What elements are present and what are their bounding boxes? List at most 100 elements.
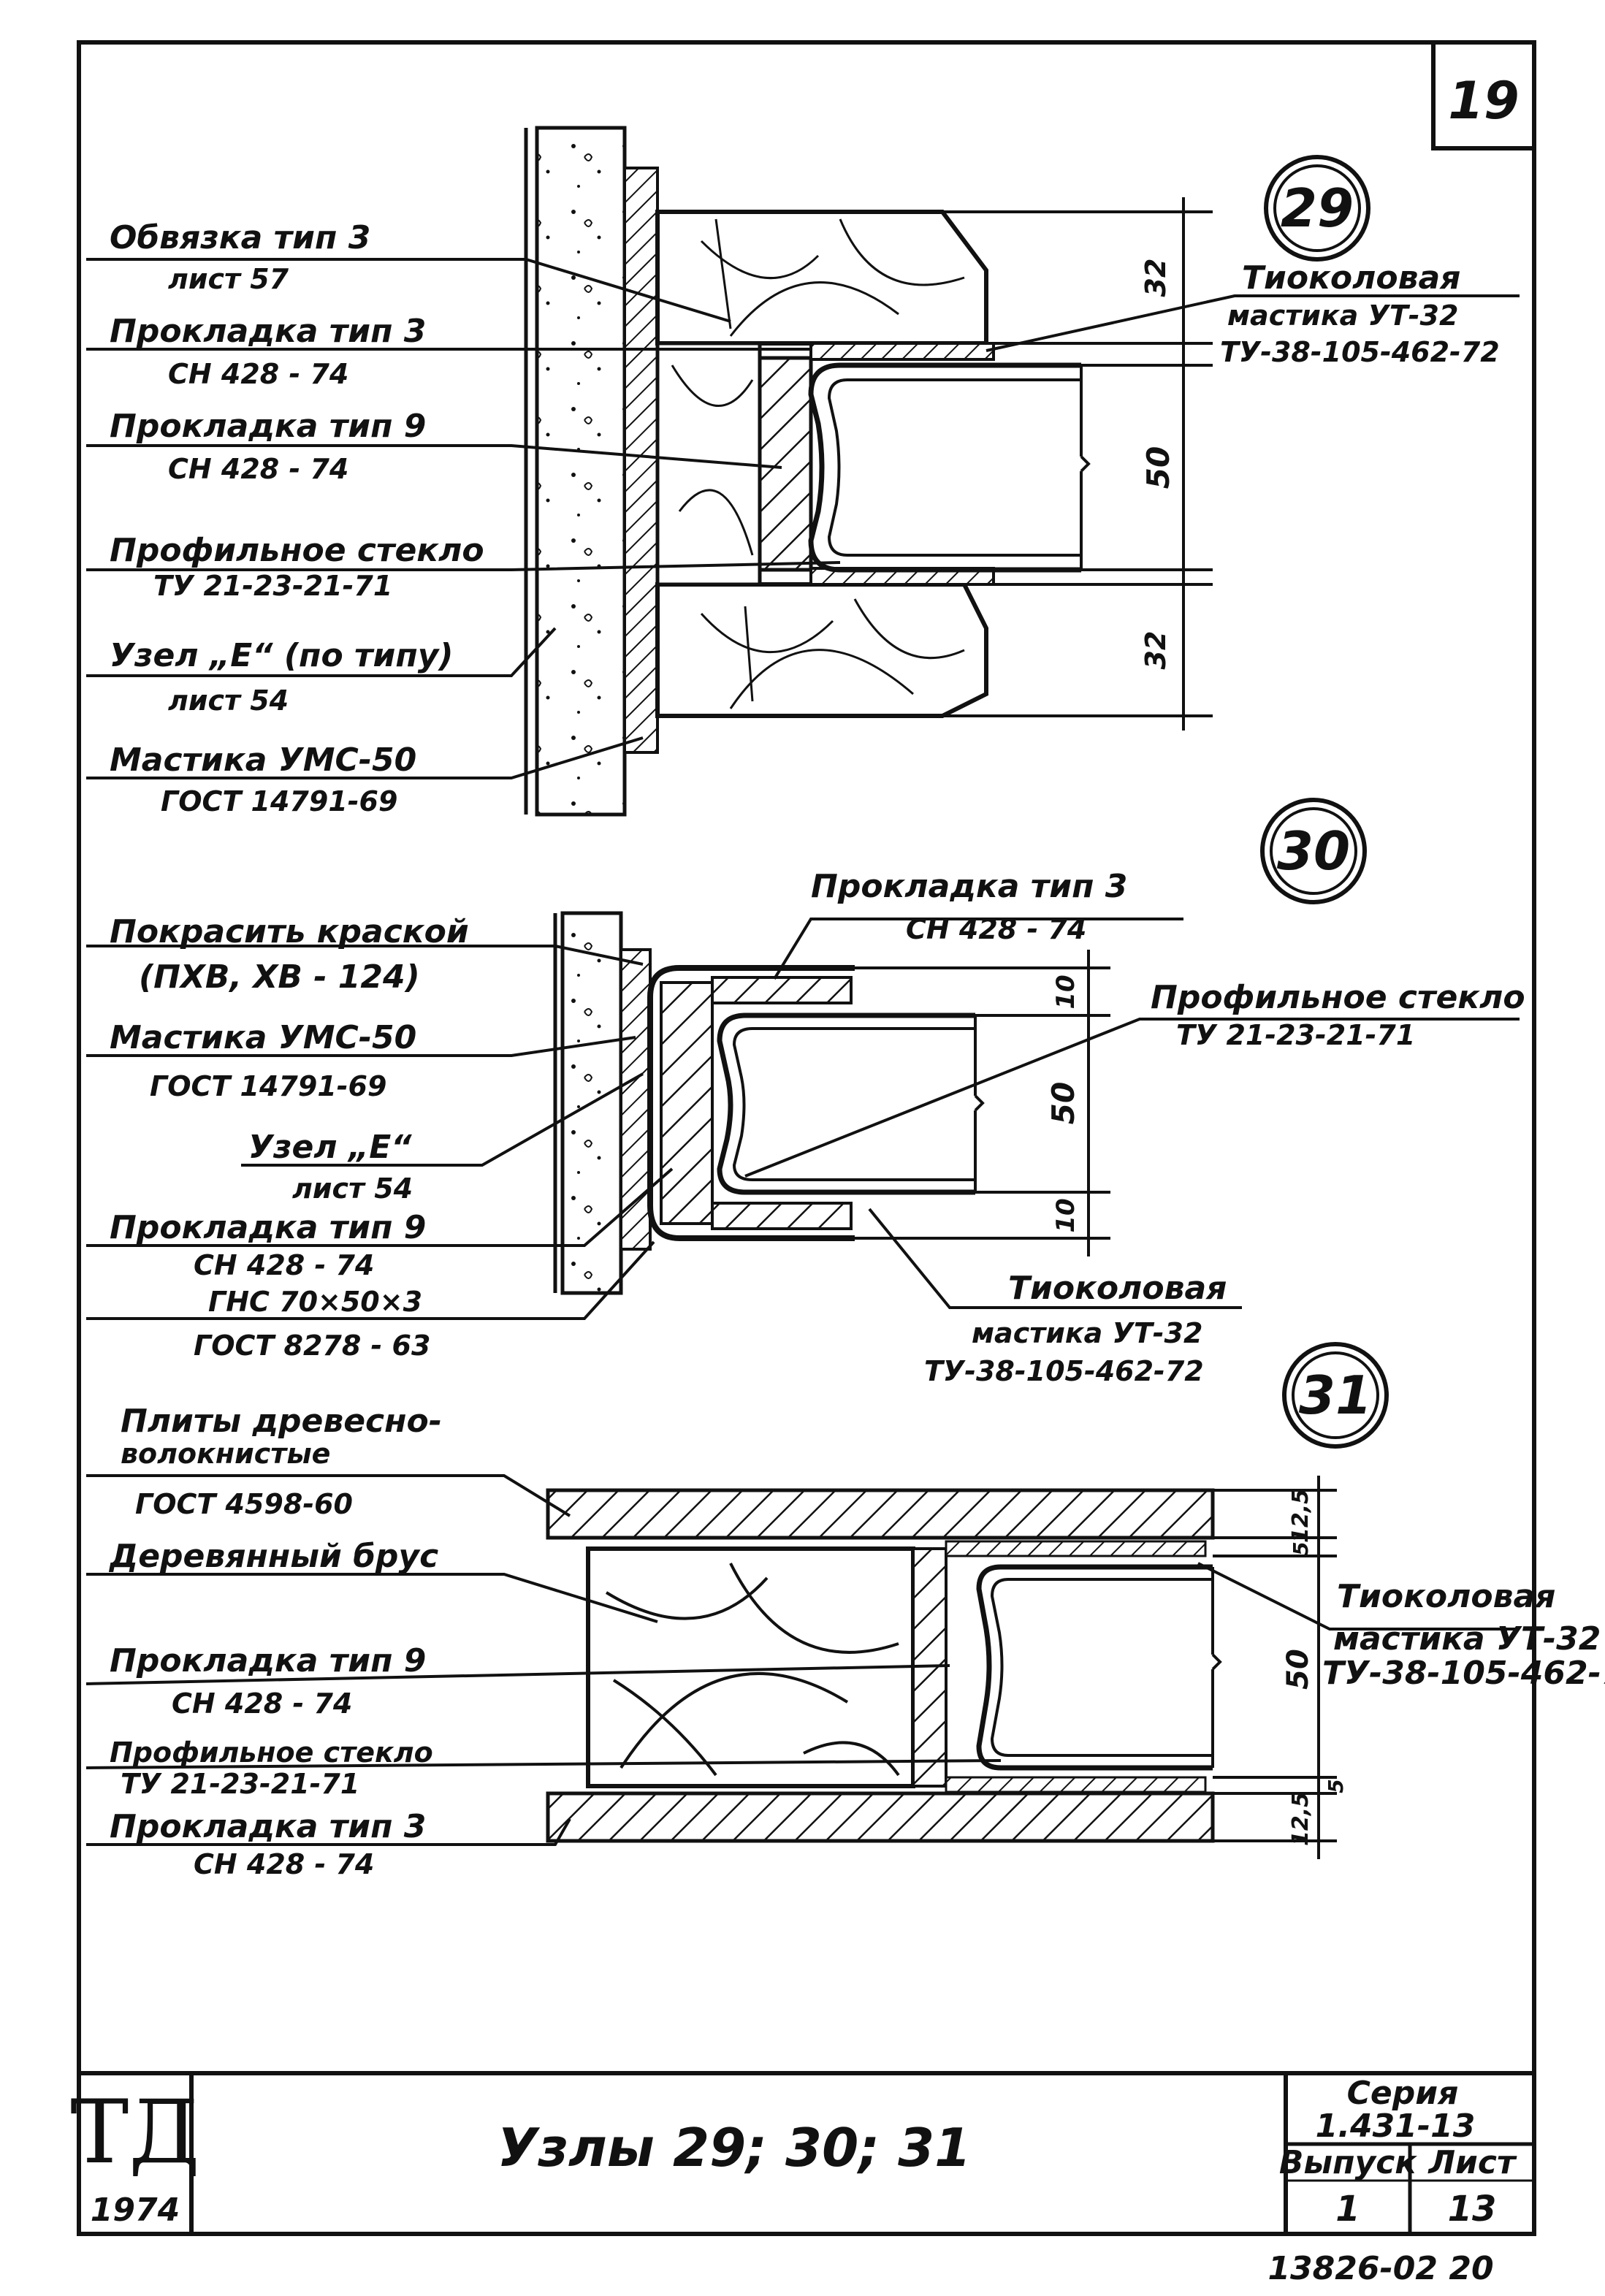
node-30-top-label-a: Прокладка тип 3 — [811, 868, 1127, 905]
node-31-right-label-a: Тиоколовая — [1337, 1578, 1555, 1615]
node-31-dim-3: 50 — [1281, 1649, 1315, 1690]
node-30-dimensions — [855, 950, 1110, 1256]
node-31-leaders — [85, 1474, 1520, 1846]
node-30-top-label-b: СН 428 - 74 — [906, 913, 1086, 945]
node-31-dim-2: 5 — [1289, 1541, 1313, 1555]
node-29-leaders — [86, 258, 1520, 779]
node-31: 31 12,5 5 50 5 12,5 — [85, 1342, 1605, 1880]
node-30-label-1a: Покрасить краской — [110, 913, 469, 950]
node-31-label-3b: СН 428 - 74 — [172, 1687, 352, 1720]
node-30-right-label-b: ТУ 21-23-21-71 — [1176, 1019, 1415, 1051]
node-30-label-5a: ГНС 70×50×3 — [208, 1286, 422, 1318]
node-31-label-5b: СН 428 - 74 — [194, 1848, 374, 1880]
node-30-dim-mid: 50 — [1045, 1082, 1081, 1124]
node-30-label-3a: Узел „Е“ — [248, 1129, 412, 1166]
node-29-label-6a: Мастика УМС-50 — [110, 741, 416, 779]
node-29-profile-glass — [808, 362, 1081, 573]
node-30-gasket-9 — [660, 981, 714, 1225]
drawing-title: Узлы 29; 30; 31 — [497, 2117, 972, 2178]
node-29-label-4a: Профильное стекло — [110, 532, 484, 569]
node-29-label-6b: ГОСТ 14791-69 — [161, 785, 397, 817]
node-31-label-3a: Прокладка тип 9 — [110, 1642, 426, 1679]
sheet-label: Лист — [1427, 2144, 1517, 2181]
logo-mark: ТД — [70, 2082, 200, 2184]
node-30-label-2b: ГОСТ 14791-69 — [150, 1070, 386, 1102]
sheet-number-box — [1431, 40, 1536, 150]
node-29-label-frame: Обвязка тип 3 лист 57 Прокладка тип 3 СН… — [110, 219, 484, 817]
node-30-gasket-3-top — [711, 976, 853, 1004]
node-29-mastic — [623, 167, 659, 754]
node-30-bottom-label-a: Тиоколовая — [1008, 1270, 1227, 1307]
node-30-channel — [647, 965, 855, 1241]
node-31-profile-glass — [976, 1564, 1213, 1771]
drawing-year: 1974 — [91, 2192, 180, 2229]
node-29-dim-bottom: 32 — [1140, 631, 1172, 670]
node-30-leaders — [86, 918, 1520, 1320]
node-31-label-1b: волокнистые — [121, 1438, 330, 1470]
node-30-tag-circle — [1260, 798, 1367, 904]
node-31-fibreboard-bottom — [546, 1791, 1215, 1843]
issue-label: Выпуск — [1279, 2144, 1417, 2181]
node-31-fibreboard-top — [546, 1488, 1215, 1540]
node-30-label-2a: Мастика УМС-50 — [110, 1019, 416, 1056]
node-29-label-2b: СН 428 - 74 — [168, 358, 348, 390]
node-30-label-4b: СН 428 - 74 — [194, 1249, 374, 1281]
node-29-top-timber — [655, 210, 988, 346]
node-29-gasket-9 — [758, 356, 813, 572]
node-29-label-1b: лист 57 — [168, 263, 289, 295]
node-29-right-label-a: Тиоколовая — [1242, 259, 1460, 297]
node-30-tag: 30 — [1277, 820, 1350, 882]
sheet-value: 13 — [1448, 2189, 1497, 2230]
node-30-profile-glass — [717, 1012, 975, 1195]
node-29: 29 32 — [86, 126, 1520, 817]
node-31-tag: 31 — [1299, 1365, 1372, 1426]
node-30-dim-bottom: 10 — [1051, 1198, 1080, 1232]
sheet-frame — [77, 40, 1536, 2236]
node-31-tag-circle — [1282, 1342, 1389, 1449]
node-30-label-5b: ГОСТ 8278 - 63 — [194, 1330, 430, 1362]
node-31-label-4a: Профильное стекло — [110, 1736, 433, 1769]
node-29-dim-mid: 50 — [1140, 446, 1176, 489]
node-29-label-3a: Прокладка тип 9 — [110, 408, 426, 445]
node-31-label-2a: Деревянный брус — [108, 1538, 438, 1575]
footer-code: 13826-02 20 — [1267, 2250, 1493, 2287]
node-31-label-1a: Плиты древесно- — [121, 1403, 442, 1440]
node-30-dim-top: 10 — [1051, 975, 1080, 1009]
node-30: 30 10 50 10 — [86, 798, 1525, 1387]
node-29-label-1a: Обвязка тип 3 — [110, 219, 370, 256]
issue-value: 1 — [1335, 2189, 1360, 2230]
node-30-label-1b: (ПХВ, ХВ - 124) — [139, 958, 420, 996]
sheet-number: 19 — [1448, 71, 1519, 131]
node-29-label-4b: ТУ 21-23-21-71 — [153, 570, 392, 602]
node-30-right-label-a: Профильное стекло — [1151, 979, 1525, 1016]
node-31-dim-5: 12,5 — [1288, 1792, 1314, 1846]
node-31-dimensions — [1213, 1476, 1337, 1859]
node-31-label-5a: Прокладка тип 3 — [110, 1808, 426, 1845]
node-30-bottom-label-c: ТУ-38-105-462-72 — [924, 1355, 1204, 1387]
node-29-tag: 29 — [1281, 178, 1354, 239]
title-block: ТД 1974 Узлы 29; 30; 31 Серия 1.431-13 В… — [70, 2071, 1534, 2234]
node-29-wall — [535, 126, 627, 817]
node-29-dimensions — [942, 197, 1213, 731]
node-29-label-3b: СН 428 - 74 — [168, 453, 348, 485]
node-29-right-label-c: ТУ-38-105-462-72 — [1220, 336, 1500, 368]
node-30-gasket-3-bottom — [711, 1202, 853, 1230]
node-29-label-2a: Прокладка тип 3 — [110, 313, 426, 350]
series-value: 1.431-13 — [1316, 2108, 1476, 2145]
node-31-dim-1: 12,5 — [1288, 1489, 1314, 1543]
node-31-right-label-c: ТУ-38-105-462-72 — [1322, 1655, 1605, 1692]
node-31-label-1c: ГОСТ 4598-60 — [135, 1488, 353, 1520]
node-29-right-label-b: мастика УТ-32 — [1227, 300, 1458, 332]
node-29-label-5a: Узел „Е“ (по типу) — [110, 637, 454, 674]
node-29-dim-top: 32 — [1140, 259, 1172, 297]
node-31-right-label-b: мастика УТ-32 — [1333, 1620, 1601, 1658]
series-label: Серия — [1347, 2075, 1459, 2112]
node-30-label-3b: лист 54 — [292, 1172, 413, 1205]
node-30-bottom-label-b: мастика УТ-32 — [972, 1317, 1202, 1349]
node-29-tag-circle — [1264, 155, 1370, 262]
node-31-dim-4: 5 — [1324, 1779, 1348, 1793]
node-30-mastic — [619, 948, 652, 1251]
node-30-label-4a: Прокладка тип 9 — [110, 1209, 426, 1246]
node-31-label-4b: ТУ 21-23-21-71 — [121, 1768, 359, 1800]
